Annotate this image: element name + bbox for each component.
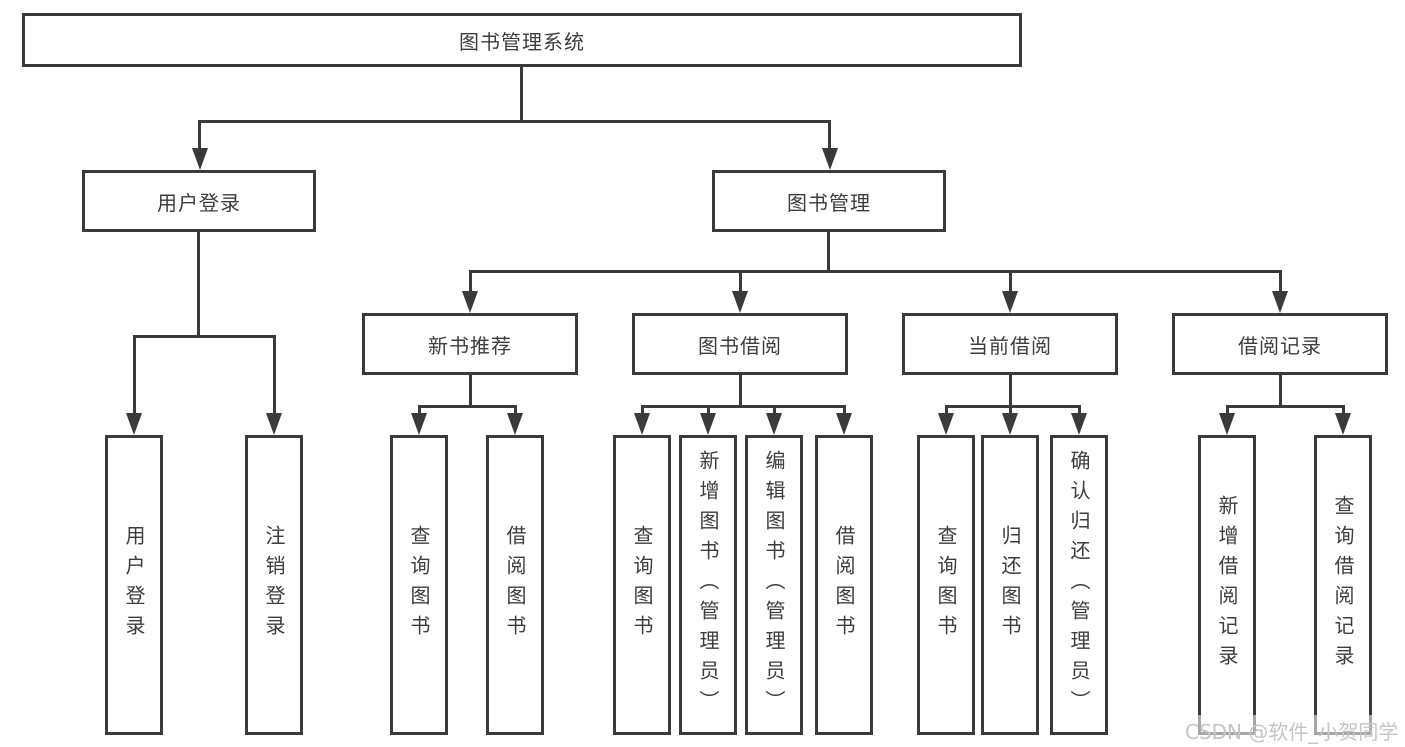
leaf-query-books-borrowing: 查询图书	[613, 435, 671, 735]
leaf-edit-book-admin: 编辑图书（管理员）	[745, 435, 803, 735]
leaf-query-borrow-record-label: 查询借阅记录	[1331, 495, 1355, 675]
arrow-down-icon	[1335, 413, 1351, 435]
arrow-down-icon	[822, 148, 838, 170]
leaf-query-books-current: 查询图书	[917, 435, 975, 735]
node-borrow-records-label: 借阅记录	[1238, 333, 1322, 358]
arrow-down-icon	[411, 413, 427, 435]
connector-vline	[1009, 270, 1012, 293]
connector-hline	[641, 405, 845, 408]
connector-vline	[739, 270, 742, 293]
leaf-user-login-label: 用户登录	[122, 525, 146, 645]
connector-vline	[707, 405, 710, 415]
connector-vline	[641, 405, 644, 415]
node-root-label: 图书管理系统	[459, 29, 585, 54]
connector-vline	[827, 232, 830, 270]
arrow-down-icon	[836, 413, 852, 435]
arrow-down-icon	[192, 148, 208, 170]
connector-vline	[828, 120, 831, 150]
connector-vline	[133, 335, 136, 415]
node-user-login: 用户登录	[82, 170, 316, 232]
connector-vline	[198, 120, 201, 150]
leaf-edit-book-admin-label: 编辑图书（管理员）	[762, 450, 786, 720]
arrow-down-icon	[1219, 413, 1235, 435]
connector-vline	[1078, 405, 1081, 415]
connector-vline	[197, 232, 200, 335]
leaf-borrow-books-recommend: 借阅图书	[486, 435, 544, 735]
connector-vline	[1342, 405, 1345, 415]
connector-hline	[133, 335, 276, 338]
connector-vline	[1009, 405, 1012, 415]
connector-vline	[739, 375, 742, 405]
leaf-add-borrow-record-label: 新增借阅记录	[1215, 495, 1239, 675]
connector-hline	[418, 405, 517, 408]
connector-vline	[843, 405, 846, 415]
connector-vline	[514, 405, 517, 415]
arrow-down-icon	[634, 413, 650, 435]
connector-hline	[469, 270, 1281, 273]
node-current-borrowing-label: 当前借阅	[968, 333, 1052, 358]
arrow-down-icon	[126, 413, 142, 435]
leaf-add-book-admin-label: 新增图书（管理员）	[696, 450, 720, 720]
leaf-query-borrow-record: 查询借阅记录	[1314, 435, 1372, 735]
leaf-add-borrow-record: 新增借阅记录	[1198, 435, 1256, 735]
leaf-logout: 注销登录	[245, 435, 303, 735]
connector-vline	[1226, 405, 1229, 415]
connector-vline	[520, 67, 523, 120]
leaf-return-book-label: 归还图书	[998, 525, 1022, 645]
node-new-book-recommend: 新书推荐	[362, 313, 578, 375]
leaf-borrow-books-borrowing: 借阅图书	[815, 435, 873, 735]
node-book-management: 图书管理	[712, 170, 946, 232]
leaf-add-book-admin: 新增图书（管理员）	[679, 435, 737, 735]
node-new-book-recommend-label: 新书推荐	[428, 333, 512, 358]
node-book-borrowing: 图书借阅	[632, 313, 848, 375]
arrow-down-icon	[1272, 291, 1288, 313]
leaf-query-books-borrowing-label: 查询图书	[630, 525, 654, 645]
connector-vline	[1009, 375, 1012, 405]
leaf-user-login: 用户登录	[105, 435, 163, 735]
arrow-down-icon	[732, 291, 748, 313]
arrow-down-icon	[266, 413, 282, 435]
arrow-down-icon	[1071, 413, 1087, 435]
connector-vline	[273, 335, 276, 415]
arrow-down-icon	[462, 291, 478, 313]
arrow-down-icon	[507, 413, 523, 435]
leaf-borrow-books-borrowing-label: 借阅图书	[832, 525, 856, 645]
connector-vline	[469, 270, 472, 293]
arrow-down-icon	[1002, 291, 1018, 313]
connector-vline	[945, 405, 948, 415]
arrow-down-icon	[766, 413, 782, 435]
node-root: 图书管理系统	[22, 13, 1022, 67]
connector-vline	[418, 405, 421, 415]
csdn-watermark: CSDN @软件_小贺同学	[1183, 715, 1401, 746]
node-book-management-label: 图书管理	[787, 190, 871, 215]
leaf-confirm-return-admin: 确认归还（管理员）	[1050, 435, 1108, 735]
leaf-confirm-return-admin-label: 确认归还（管理员）	[1067, 450, 1091, 720]
connector-hline	[198, 120, 831, 123]
arrow-down-icon	[938, 413, 954, 435]
leaf-query-books-recommend-label: 查询图书	[407, 525, 431, 645]
arrow-down-icon	[700, 413, 716, 435]
node-borrow-records: 借阅记录	[1172, 313, 1388, 375]
node-current-borrowing: 当前借阅	[902, 313, 1118, 375]
connector-vline	[1279, 375, 1282, 405]
leaf-borrow-books-recommend-label: 借阅图书	[503, 525, 527, 645]
leaf-query-books-recommend: 查询图书	[390, 435, 448, 735]
connector-hline	[1226, 405, 1345, 408]
connector-hline	[945, 405, 1081, 408]
connector-vline	[469, 375, 472, 405]
connector-vline	[1279, 270, 1282, 293]
node-user-login-label: 用户登录	[157, 190, 241, 215]
connector-vline	[773, 405, 776, 415]
leaf-logout-label: 注销登录	[262, 525, 286, 645]
node-book-borrowing-label: 图书借阅	[698, 333, 782, 358]
leaf-return-book: 归还图书	[981, 435, 1039, 735]
arrow-down-icon	[1002, 413, 1018, 435]
leaf-query-books-current-label: 查询图书	[934, 525, 958, 645]
